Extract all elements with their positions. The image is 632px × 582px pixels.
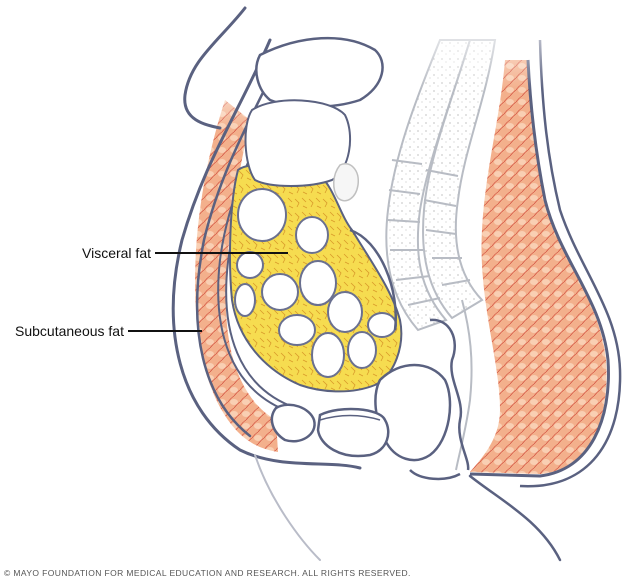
- posterior-subcutaneous-fat: [469, 39, 622, 488]
- spine: [385, 39, 497, 471]
- copyright-notice: © MAYO FOUNDATION FOR MEDICAL EDUCATION …: [4, 568, 411, 578]
- upper-organs: [244, 36, 384, 202]
- visceral-fat-label: Visceral fat: [82, 245, 151, 261]
- pelvic-organs: [270, 228, 470, 481]
- anterior-subcutaneous-fat: [195, 100, 278, 452]
- intestine-loops: [234, 188, 397, 378]
- subcutaneous-fat-label: Subcutaneous fat: [15, 323, 124, 339]
